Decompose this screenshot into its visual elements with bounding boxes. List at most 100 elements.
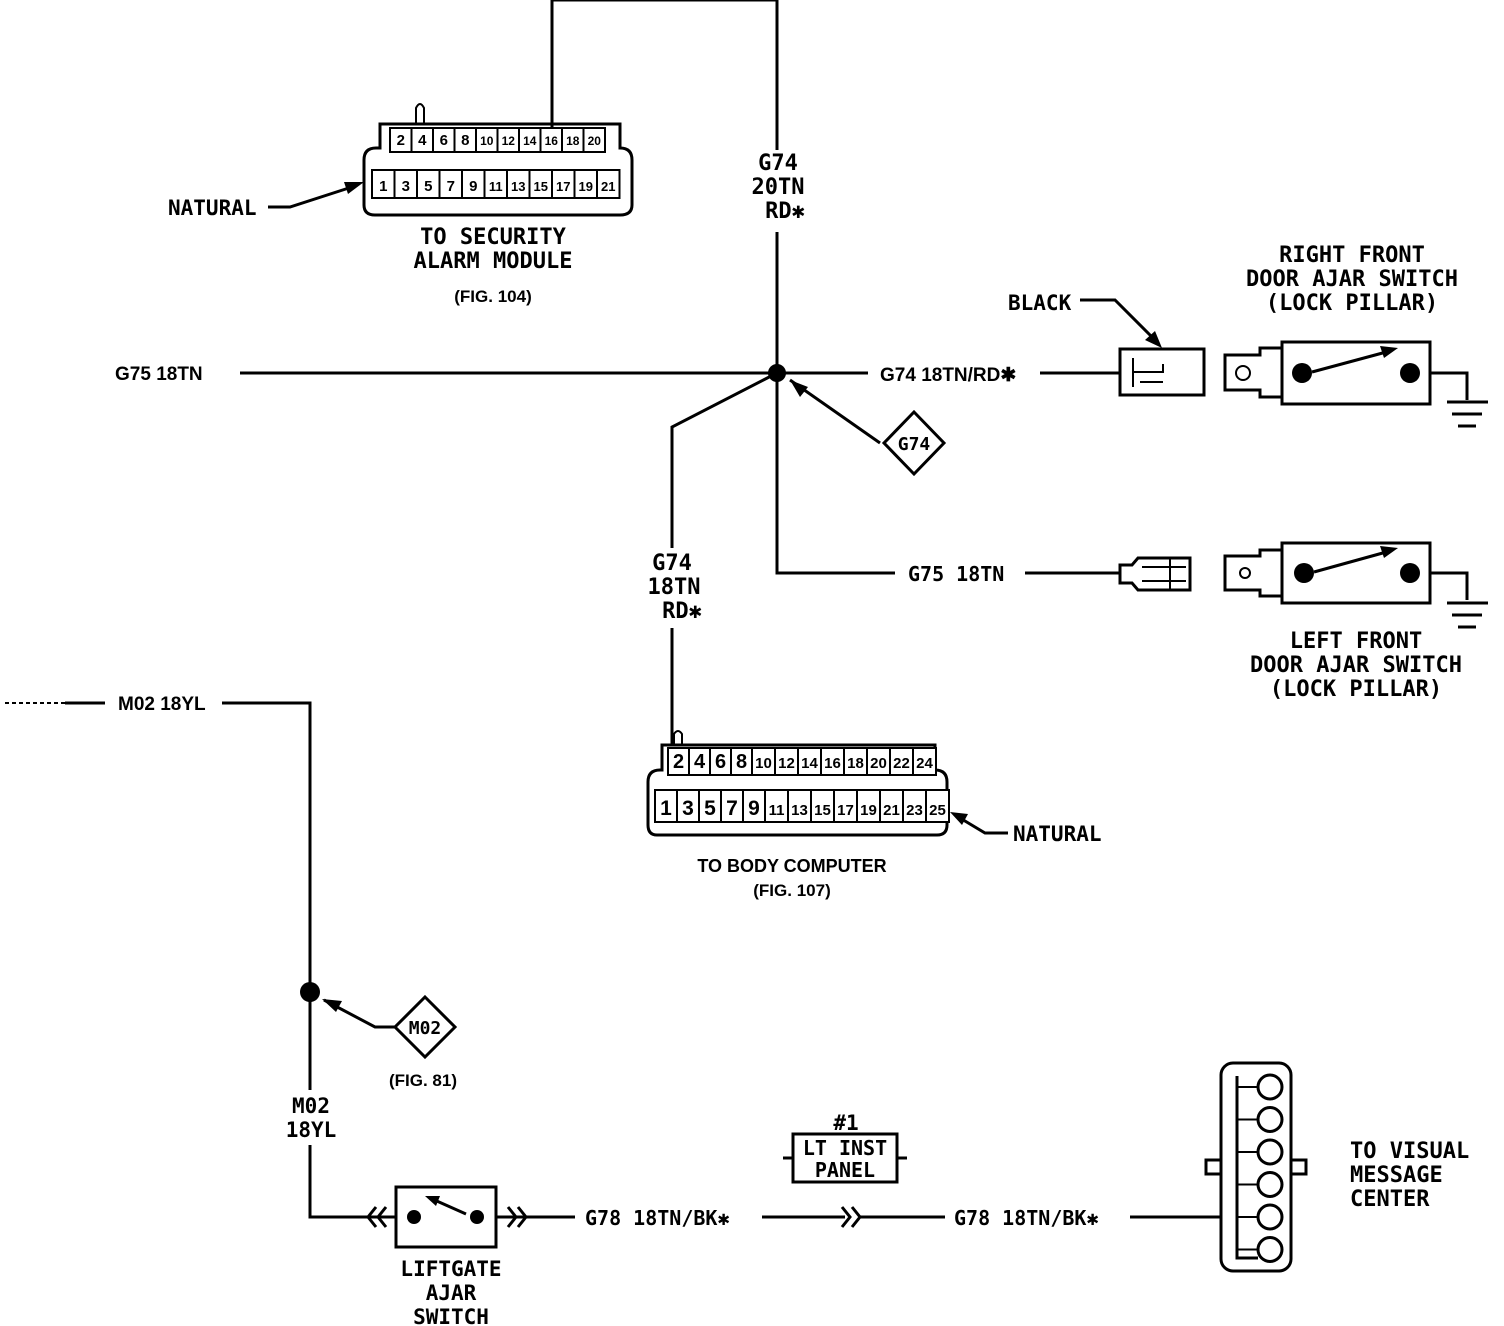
security-color-label: NATURAL [168, 196, 257, 220]
body-bottom-pin-21: 21 [883, 802, 900, 819]
security-top-pin-4: 4 [418, 132, 427, 149]
security-fig: (FIG. 104) [454, 287, 531, 306]
vmc-cavity-1 [1256, 1073, 1284, 1101]
body-top-pin-2: 2 [673, 751, 684, 773]
right-switch-tab-hole [1235, 365, 1251, 381]
splice-m02-leader [323, 998, 397, 1029]
right-switch-contact-2 [1400, 363, 1420, 383]
security-top-pin-20: 20 [588, 134, 602, 148]
security-title-2: ALARM MODULE [414, 249, 573, 274]
body-color-arrowhead [950, 812, 968, 825]
security-top-pin-12: 12 [502, 134, 516, 148]
wire-label-g74-down-1: G74 [652, 551, 692, 576]
security-bottom-pin-11: 11 [489, 179, 503, 194]
security-top-pin-6: 6 [440, 132, 448, 149]
visual-message-center-connector: TO VISUAL MESSAGE CENTER [1204, 1061, 1469, 1273]
wire-label-g74-top: G74 20TN RD✱ [752, 151, 805, 224]
wire-label-m02-vert: M02 18YL [286, 1094, 337, 1142]
vmc-connector-tab-right [1289, 1158, 1308, 1176]
inline-connector-title-2: PANEL [815, 1158, 875, 1182]
security-bottom-pin-13: 13 [511, 179, 525, 194]
security-color-leader [268, 184, 356, 209]
right-front-door-switch: BLACK RIGHT FRONT DOOR AJAR SWITCH (LOCK… [1008, 243, 1458, 406]
vmc-pins [1237, 1073, 1284, 1263]
wire-label-g74-down-3: RD✱ [662, 599, 702, 624]
left-connector-detail [1142, 558, 1186, 590]
wire-label-g75-left: G75 18TN [115, 364, 203, 385]
vmc-cavity-6 [1256, 1236, 1284, 1263]
body-bottom-cell-25 [925, 789, 950, 823]
vmc-cavity-4 [1256, 1171, 1284, 1198]
splice-m02-arrowhead [322, 999, 342, 1012]
vmc-connector-rail [1235, 1076, 1258, 1260]
wire-label-g78-right: G78 18TN/BK✱ [954, 1206, 1099, 1230]
security-bottom-pin-1: 1 [379, 178, 387, 195]
body-top-pin-8: 8 [736, 751, 747, 773]
right-switch-contact-1 [1292, 363, 1312, 383]
vmc-title-2: MESSAGE [1350, 1163, 1443, 1188]
security-bottom-pin-15: 15 [534, 179, 548, 194]
right-color-arrowhead [1145, 331, 1162, 348]
body-bottom-pin-11: 11 [769, 802, 785, 819]
wire-label-g74-top-3: RD✱ [765, 199, 805, 224]
left-switch-contact-2 [1400, 563, 1420, 583]
body-bottom-pin-23: 23 [906, 802, 923, 819]
right-switch-arm-head [1380, 346, 1398, 358]
body-top-pin-14: 14 [801, 755, 818, 772]
body-top-pin-24: 24 [916, 755, 933, 772]
left-ground-icon [1447, 601, 1488, 629]
body-bottom-pin-3: 3 [682, 797, 694, 820]
inline-connector-symbol [840, 1206, 862, 1228]
security-top-pin-14: 14 [523, 134, 537, 148]
body-connector-key [673, 730, 683, 745]
wire-m02-vert-b [308, 1145, 368, 1219]
body-color-leader [954, 813, 1008, 835]
wire-label-m02-vert-2: 18YL [286, 1118, 337, 1142]
liftgate-title-2: AJAR [426, 1281, 477, 1305]
splice-m02-label: M02 [409, 1018, 442, 1039]
body-top-pin-18: 18 [847, 755, 864, 772]
security-top-pin-2: 2 [397, 132, 405, 149]
right-switch-tab [1223, 346, 1284, 399]
splice-g74-diamond [881, 409, 947, 477]
vmc-connector-tab-left [1204, 1158, 1223, 1176]
security-top-pin-18: 18 [566, 134, 580, 148]
liftgate-contact-1 [407, 1210, 421, 1224]
body-bottom-pin-19: 19 [860, 802, 877, 819]
security-title-1: TO SECURITY [420, 225, 566, 250]
security-bottom-pin-7: 7 [447, 178, 455, 195]
body-title: TO BODY COMPUTER [697, 856, 886, 876]
body-bottom-pin-15: 15 [814, 802, 831, 819]
liftgate-contact-2 [470, 1210, 484, 1224]
security-top-pin-8: 8 [461, 132, 469, 149]
wire-label-g78-left: G78 18TN/BK✱ [585, 1206, 730, 1230]
left-switch-tab [1223, 548, 1284, 598]
wire-g75-vertical [775, 373, 895, 575]
body-top-cell-24 [912, 747, 937, 776]
splice-m02: M02 (FIG. 81) [300, 982, 458, 1090]
inline-connector-number: #1 [833, 1111, 858, 1135]
body-top-pin-22: 22 [893, 755, 910, 772]
wire-label-g74-down: G74 18TN RD✱ [648, 551, 702, 624]
left-front-door-switch: LEFT FRONT DOOR AJAR SWITCH (LOCK PILLAR… [1118, 541, 1462, 702]
security-top-cell-20 [582, 127, 606, 153]
wire-m02-top-b [222, 701, 312, 992]
vmc-cavity-2 [1256, 1106, 1284, 1133]
body-top-pin-4: 4 [694, 751, 706, 773]
liftgate-connector-right [506, 1206, 528, 1228]
vmc-title-1: TO VISUAL [1350, 1139, 1469, 1164]
wire-label-g75-right: G75 18TN [908, 562, 1004, 586]
splice-dot-m02 [300, 982, 320, 1002]
left-switch-title-1: LEFT FRONT [1290, 629, 1422, 654]
security-bottom-pin-19: 19 [579, 179, 593, 194]
wire-label-g74-right: G74 18TN/RD✱ [880, 365, 1016, 386]
wire-label-g74-top-1: G74 [758, 151, 798, 176]
liftgate-switch-arm-head [425, 1196, 440, 1206]
splice-m02-diamond [392, 994, 458, 1060]
security-bottom-pin-9: 9 [469, 178, 477, 195]
body-top-pin-20: 20 [870, 755, 887, 772]
body-bottom-pin-5: 5 [704, 797, 716, 820]
body-fig: (FIG. 107) [753, 881, 830, 900]
